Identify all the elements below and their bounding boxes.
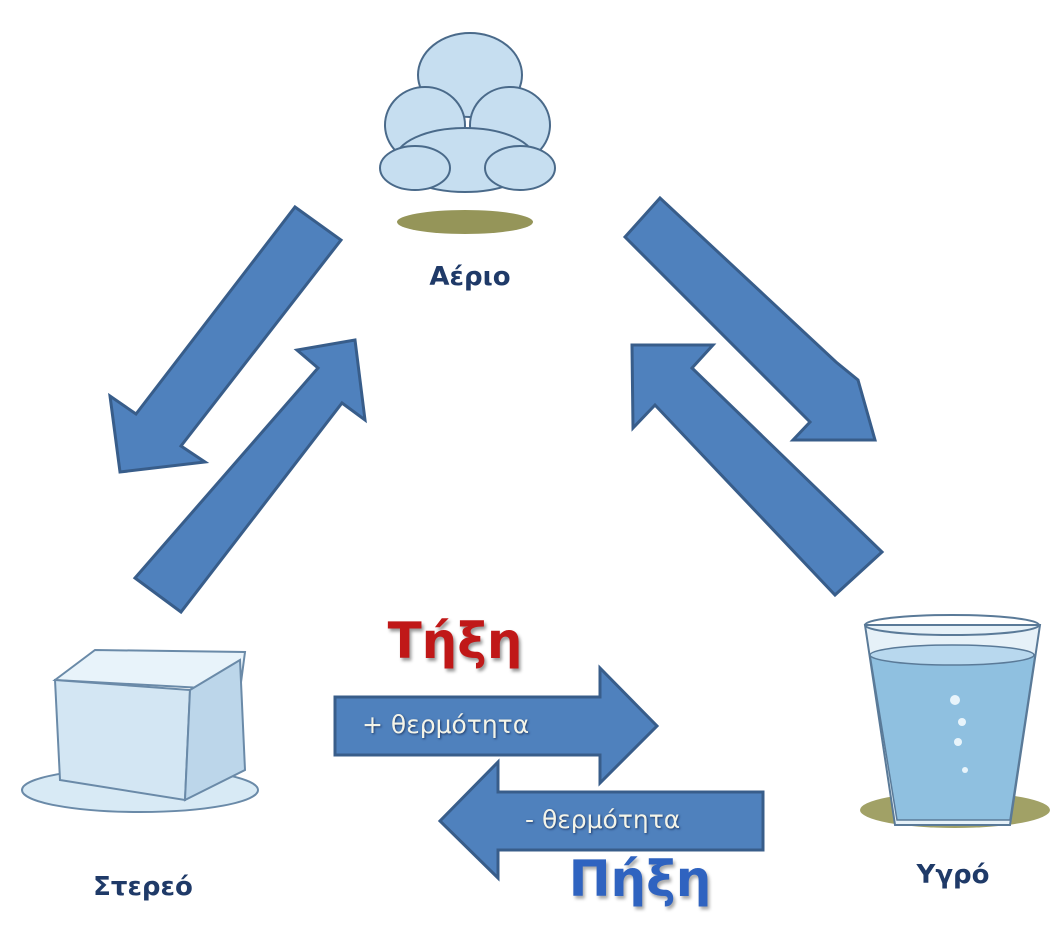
water-glass-icon bbox=[860, 614, 1050, 828]
melting-title: Τήξη bbox=[387, 612, 523, 670]
label-liquid: Υγρό bbox=[916, 860, 990, 890]
arrow-gas-to-liquid bbox=[622, 195, 877, 442]
label-solid: Στερεό bbox=[93, 872, 193, 902]
arrow-freezing bbox=[437, 758, 765, 882]
freezing-title: Πήξη bbox=[568, 850, 712, 908]
ice-cube-icon bbox=[21, 648, 259, 813]
cloud-icon bbox=[379, 32, 556, 234]
arrow-solid-to-gas bbox=[132, 338, 367, 615]
melting-arrow-label: + θερμότητα bbox=[362, 710, 530, 739]
freezing-arrow-label: - θερμότητα bbox=[525, 805, 681, 834]
arrow-melting bbox=[333, 664, 660, 787]
arrow-gas-to-solid bbox=[108, 204, 344, 474]
label-gas: Αέριο bbox=[429, 262, 511, 292]
arrow-liquid-to-gas bbox=[630, 343, 885, 598]
